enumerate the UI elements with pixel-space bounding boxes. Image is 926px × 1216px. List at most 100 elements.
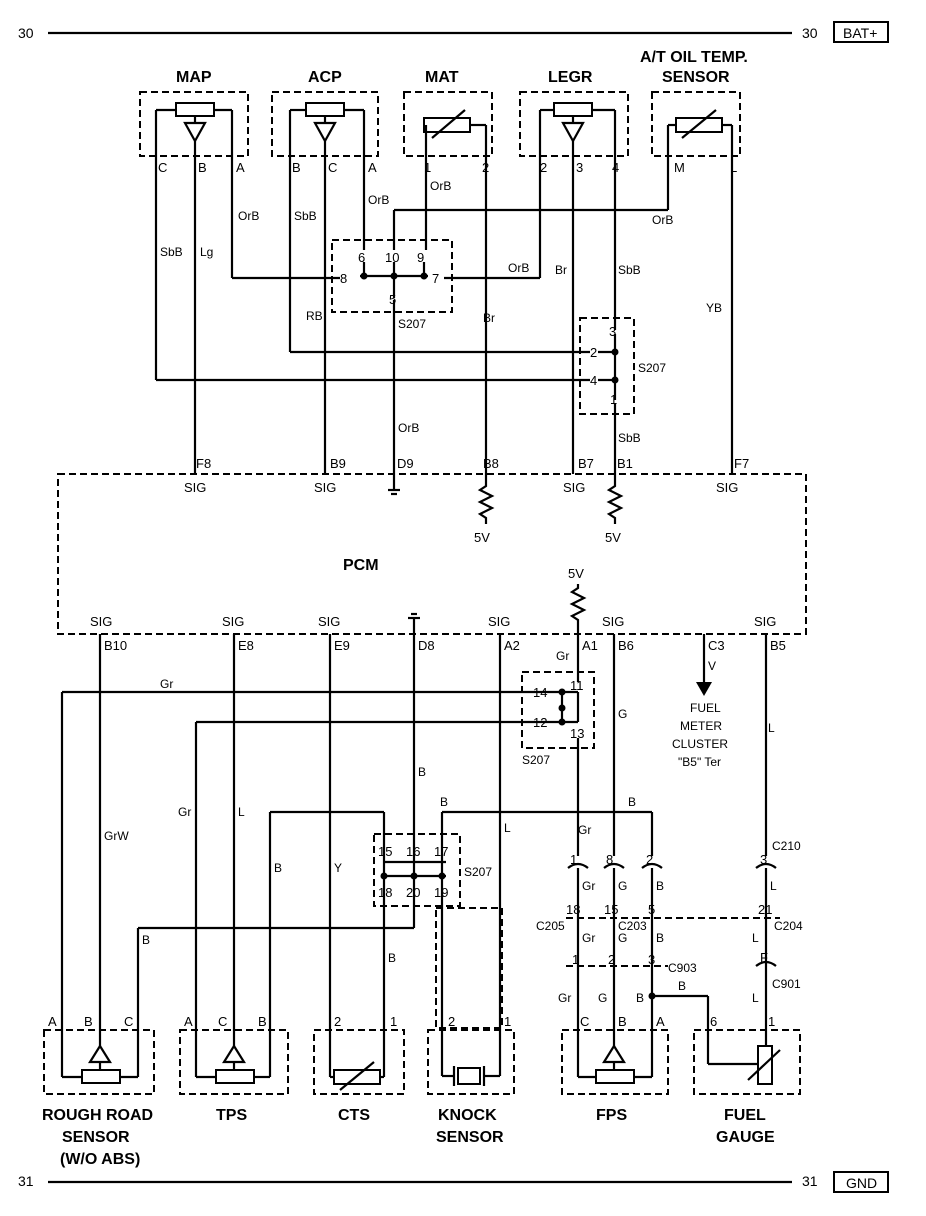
mat-sensor xyxy=(403,91,493,158)
svg-text:OrB: OrB xyxy=(398,421,419,435)
fuel-gauge-title-1: FUEL xyxy=(724,1107,766,1124)
svg-text:Lg: Lg xyxy=(200,245,213,259)
bat-tag: BAT+ xyxy=(843,25,877,41)
svg-text:A: A xyxy=(236,160,245,175)
svg-text:L: L xyxy=(752,931,759,945)
svg-text:18: 18 xyxy=(378,885,392,900)
svg-text:Gr: Gr xyxy=(558,991,571,1005)
cts-title: CTS xyxy=(338,1107,370,1124)
inline-connectors: 1 8 2 3 C210 18 15 5 21 C205 C203 C204 1… xyxy=(536,839,803,991)
svg-text:C: C xyxy=(328,160,337,175)
svg-text:1: 1 xyxy=(572,952,579,967)
svg-text:SIG: SIG xyxy=(754,614,776,629)
svg-text:M: M xyxy=(674,160,685,175)
svg-text:8: 8 xyxy=(340,271,347,286)
rail-top-left-label: 30 xyxy=(18,25,34,41)
legr-title: LEGR xyxy=(548,69,593,86)
svg-text:B10: B10 xyxy=(104,638,127,653)
svg-text:14: 14 xyxy=(533,685,547,700)
svg-text:2: 2 xyxy=(590,345,597,360)
svg-text:B: B xyxy=(636,991,644,1005)
legr-sensor xyxy=(519,91,629,158)
svg-text:SIG: SIG xyxy=(488,614,510,629)
svg-text:F8: F8 xyxy=(196,456,211,471)
svg-text:C3: C3 xyxy=(708,638,725,653)
svg-text:OrB: OrB xyxy=(508,261,529,275)
at-oil-title-2: SENSOR xyxy=(662,69,730,86)
svg-text:8: 8 xyxy=(606,852,613,867)
svg-text:D9: D9 xyxy=(397,456,414,471)
svg-text:SbB: SbB xyxy=(160,245,183,259)
rough-road-title-3: (W/O ABS) xyxy=(60,1151,140,1168)
knock-title-1: KNOCK xyxy=(438,1107,497,1124)
gnd-rail: 31 31 GND xyxy=(18,1171,889,1193)
svg-text:METER: METER xyxy=(680,719,722,733)
svg-text:C203: C203 xyxy=(618,919,647,933)
svg-text:Gr: Gr xyxy=(582,879,595,893)
upper-wiring xyxy=(154,158,734,474)
splice-s207-right: 3 2 4 1 S207 xyxy=(579,317,666,415)
svg-text:2: 2 xyxy=(540,160,547,175)
svg-text:10: 10 xyxy=(385,250,399,265)
svg-text:C204: C204 xyxy=(774,919,803,933)
bat-rail: 30 30 BAT+ xyxy=(18,21,889,43)
svg-text:1: 1 xyxy=(390,1014,397,1029)
fuel-gauge: 6 1 xyxy=(693,1014,801,1095)
rough-road-title-2: SENSOR xyxy=(62,1129,130,1146)
pcm-module: PCM F8 B9 D9 B8 B7 B1 F7 SIG SIG SIG SIG… xyxy=(57,456,807,653)
fuel-gauge-title-2: GAUGE xyxy=(716,1129,775,1146)
svg-text:11: 11 xyxy=(570,678,584,693)
svg-text:B7: B7 xyxy=(578,456,594,471)
acp-title: ACP xyxy=(308,69,342,86)
svg-text:B: B xyxy=(628,795,636,809)
svg-text:C210: C210 xyxy=(772,839,801,853)
knock-title-2: SENSOR xyxy=(436,1129,504,1146)
svg-text:1: 1 xyxy=(424,160,431,175)
svg-text:F7: F7 xyxy=(734,456,749,471)
svg-text:12: 12 xyxy=(533,715,547,730)
fuel-meter-lead: V FUEL METER CLUSTER "B5" Ter xyxy=(672,634,728,769)
svg-text:F: F xyxy=(760,950,768,965)
s207-upper-label: S207 xyxy=(398,317,426,331)
splice-s207-mid: 11 14 12 13 S207 xyxy=(521,634,595,767)
svg-text:B: B xyxy=(656,879,664,893)
svg-text:15: 15 xyxy=(378,844,392,859)
splice-s207-upper: 6 10 9 8 7 5 S207 xyxy=(331,239,453,331)
svg-text:C: C xyxy=(580,1014,589,1029)
pcm-title: PCM xyxy=(343,557,379,574)
svg-text:SIG: SIG xyxy=(184,480,206,495)
svg-text:6: 6 xyxy=(358,250,365,265)
tps-sensor: A C B xyxy=(179,1014,289,1095)
svg-text:B: B xyxy=(258,1014,267,1029)
svg-text:B6: B6 xyxy=(618,638,634,653)
svg-text:B: B xyxy=(142,933,150,947)
svg-text:3: 3 xyxy=(760,852,767,867)
svg-text:Br: Br xyxy=(483,311,495,325)
svg-text:7: 7 xyxy=(432,271,439,286)
rail-bottom-left-label: 31 xyxy=(18,1173,34,1189)
svg-text:L: L xyxy=(730,160,737,175)
svg-text:5V: 5V xyxy=(568,566,584,581)
svg-text:G: G xyxy=(618,707,627,721)
svg-text:SIG: SIG xyxy=(222,614,244,629)
svg-text:1: 1 xyxy=(504,1014,511,1029)
svg-text:L: L xyxy=(770,879,777,893)
svg-text:Gr: Gr xyxy=(578,823,591,837)
rough-road-sensor: A B C xyxy=(43,1014,155,1095)
svg-text:G: G xyxy=(618,879,627,893)
svg-text:A: A xyxy=(48,1014,57,1029)
fps-sensor: C B A xyxy=(561,1014,669,1095)
map-title: MAP xyxy=(176,69,212,86)
gnd-tag: GND xyxy=(846,1175,877,1191)
svg-text:GrW: GrW xyxy=(104,829,129,843)
svg-text:B: B xyxy=(418,765,426,779)
svg-text:Br: Br xyxy=(555,263,567,277)
svg-text:V: V xyxy=(708,659,716,673)
svg-text:18: 18 xyxy=(566,902,580,917)
svg-text:C: C xyxy=(158,160,167,175)
svg-text:SIG: SIG xyxy=(716,480,738,495)
map-sensor xyxy=(139,91,249,158)
svg-text:OrB: OrB xyxy=(368,193,389,207)
svg-text:1: 1 xyxy=(570,852,577,867)
